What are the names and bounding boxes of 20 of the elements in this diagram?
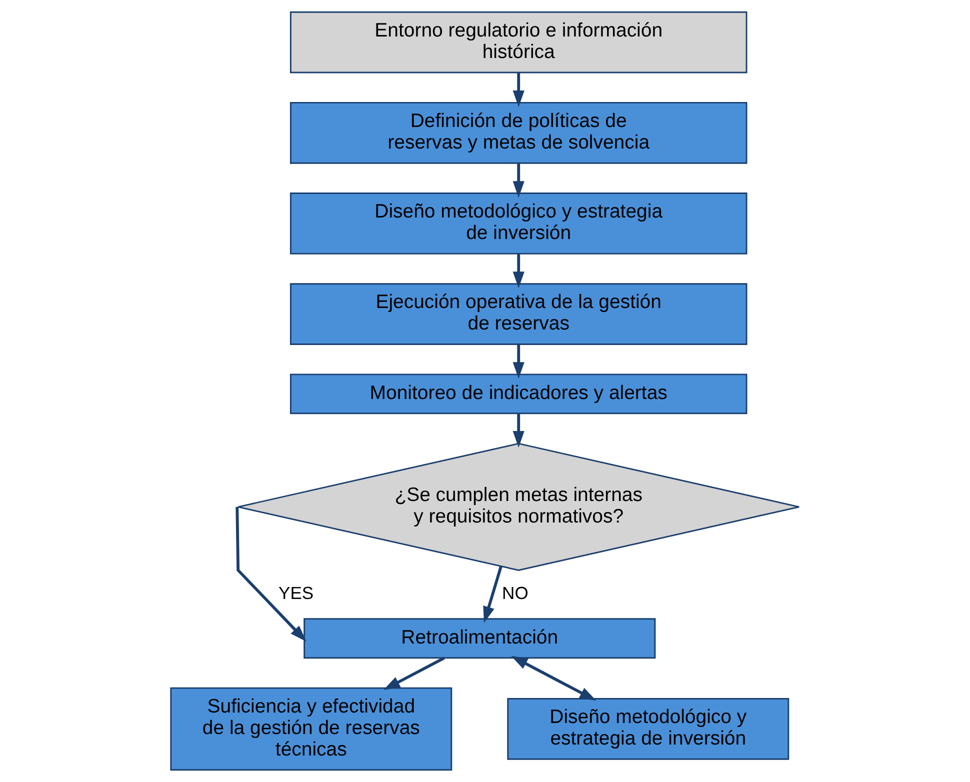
arrow	[511, 656, 596, 701]
node-box: Entorno regulatorio e información histórica	[290, 11, 748, 74]
arrow	[512, 163, 524, 198]
arrow	[512, 344, 524, 379]
node-box: Monitoreo de indicadores y alertas	[290, 374, 748, 414]
arrow	[512, 413, 524, 448]
edge-label: YES	[278, 582, 314, 603]
arrow	[383, 656, 445, 690]
edge-label: NO	[502, 582, 528, 603]
arrow	[512, 254, 524, 288]
node-box: Retroalimentación	[304, 618, 656, 659]
node-diamond: ¿Se cumplen metas internas y requisitos normativos?	[237, 442, 800, 571]
node-box: Ejecución operativa de la gestión de reservas	[290, 283, 748, 345]
arrow	[236, 506, 306, 642]
node-box: Definición de políticas de reservas y metas de solvencia	[290, 102, 748, 164]
arrow	[483, 566, 502, 624]
node-box: Suficiencia y efectividad de la gestión de reservas técnicas	[170, 687, 452, 771]
node-box: Diseño metodológico y estrategia de inversión	[290, 192, 748, 254]
node-box: Diseño metodológico y estrategia de inversión	[507, 698, 790, 760]
arrow	[512, 72, 524, 108]
